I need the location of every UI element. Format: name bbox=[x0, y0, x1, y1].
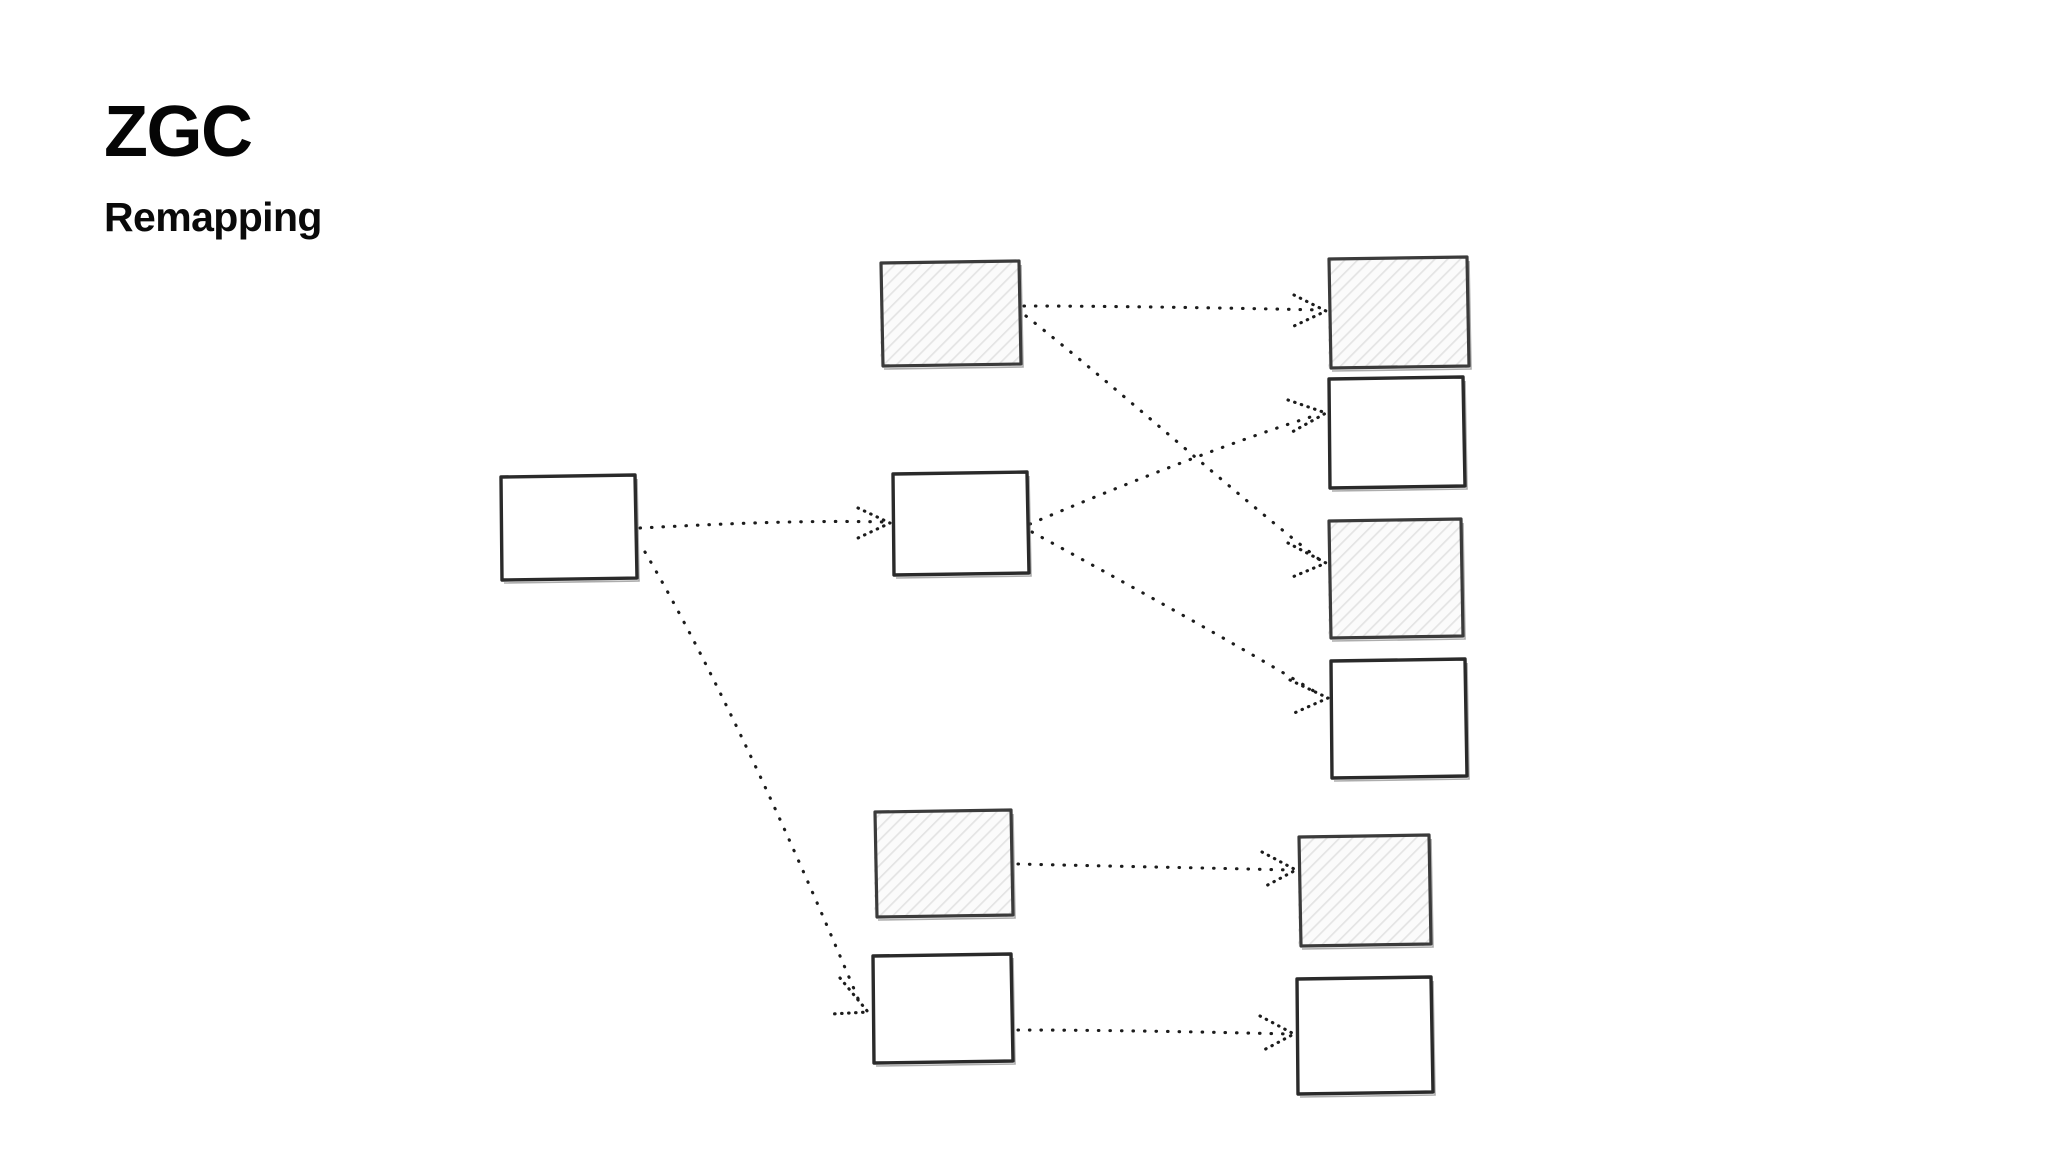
node-root[interactable] bbox=[499, 473, 640, 584]
node-layer bbox=[499, 255, 1472, 1098]
edge-mid-center-to-right-2 bbox=[1028, 398, 1328, 526]
node-right-3[interactable] bbox=[1327, 517, 1466, 642]
node-right-5[interactable] bbox=[1297, 833, 1434, 950]
edge-mid-center-to-right-4 bbox=[1030, 530, 1330, 716]
node-mid-bottom[interactable] bbox=[871, 952, 1016, 1067]
edge-mid-low-to-right-5 bbox=[1016, 850, 1298, 890]
page-subtitle: Remapping bbox=[104, 194, 322, 240]
node-right-4[interactable] bbox=[1329, 657, 1470, 782]
edge-root-to-mid-center bbox=[638, 506, 892, 540]
edge-layer bbox=[638, 293, 1330, 1054]
edge-root-to-mid-bottom bbox=[643, 550, 870, 1016]
node-mid-top[interactable] bbox=[879, 259, 1024, 370]
node-mid-center[interactable] bbox=[891, 470, 1032, 579]
node-right-2[interactable] bbox=[1327, 375, 1468, 492]
node-right-6[interactable] bbox=[1295, 975, 1436, 1098]
page-title: ZGC bbox=[104, 92, 253, 172]
title-block: ZGC Remapping bbox=[104, 96, 322, 238]
node-mid-low[interactable] bbox=[873, 808, 1016, 921]
node-right-1[interactable] bbox=[1327, 255, 1472, 372]
edge-mid-top-to-right-3 bbox=[1024, 314, 1328, 580]
edge-mid-bottom-to-right-6 bbox=[1016, 1014, 1296, 1054]
edge-mid-top-to-right-1 bbox=[1022, 293, 1328, 328]
